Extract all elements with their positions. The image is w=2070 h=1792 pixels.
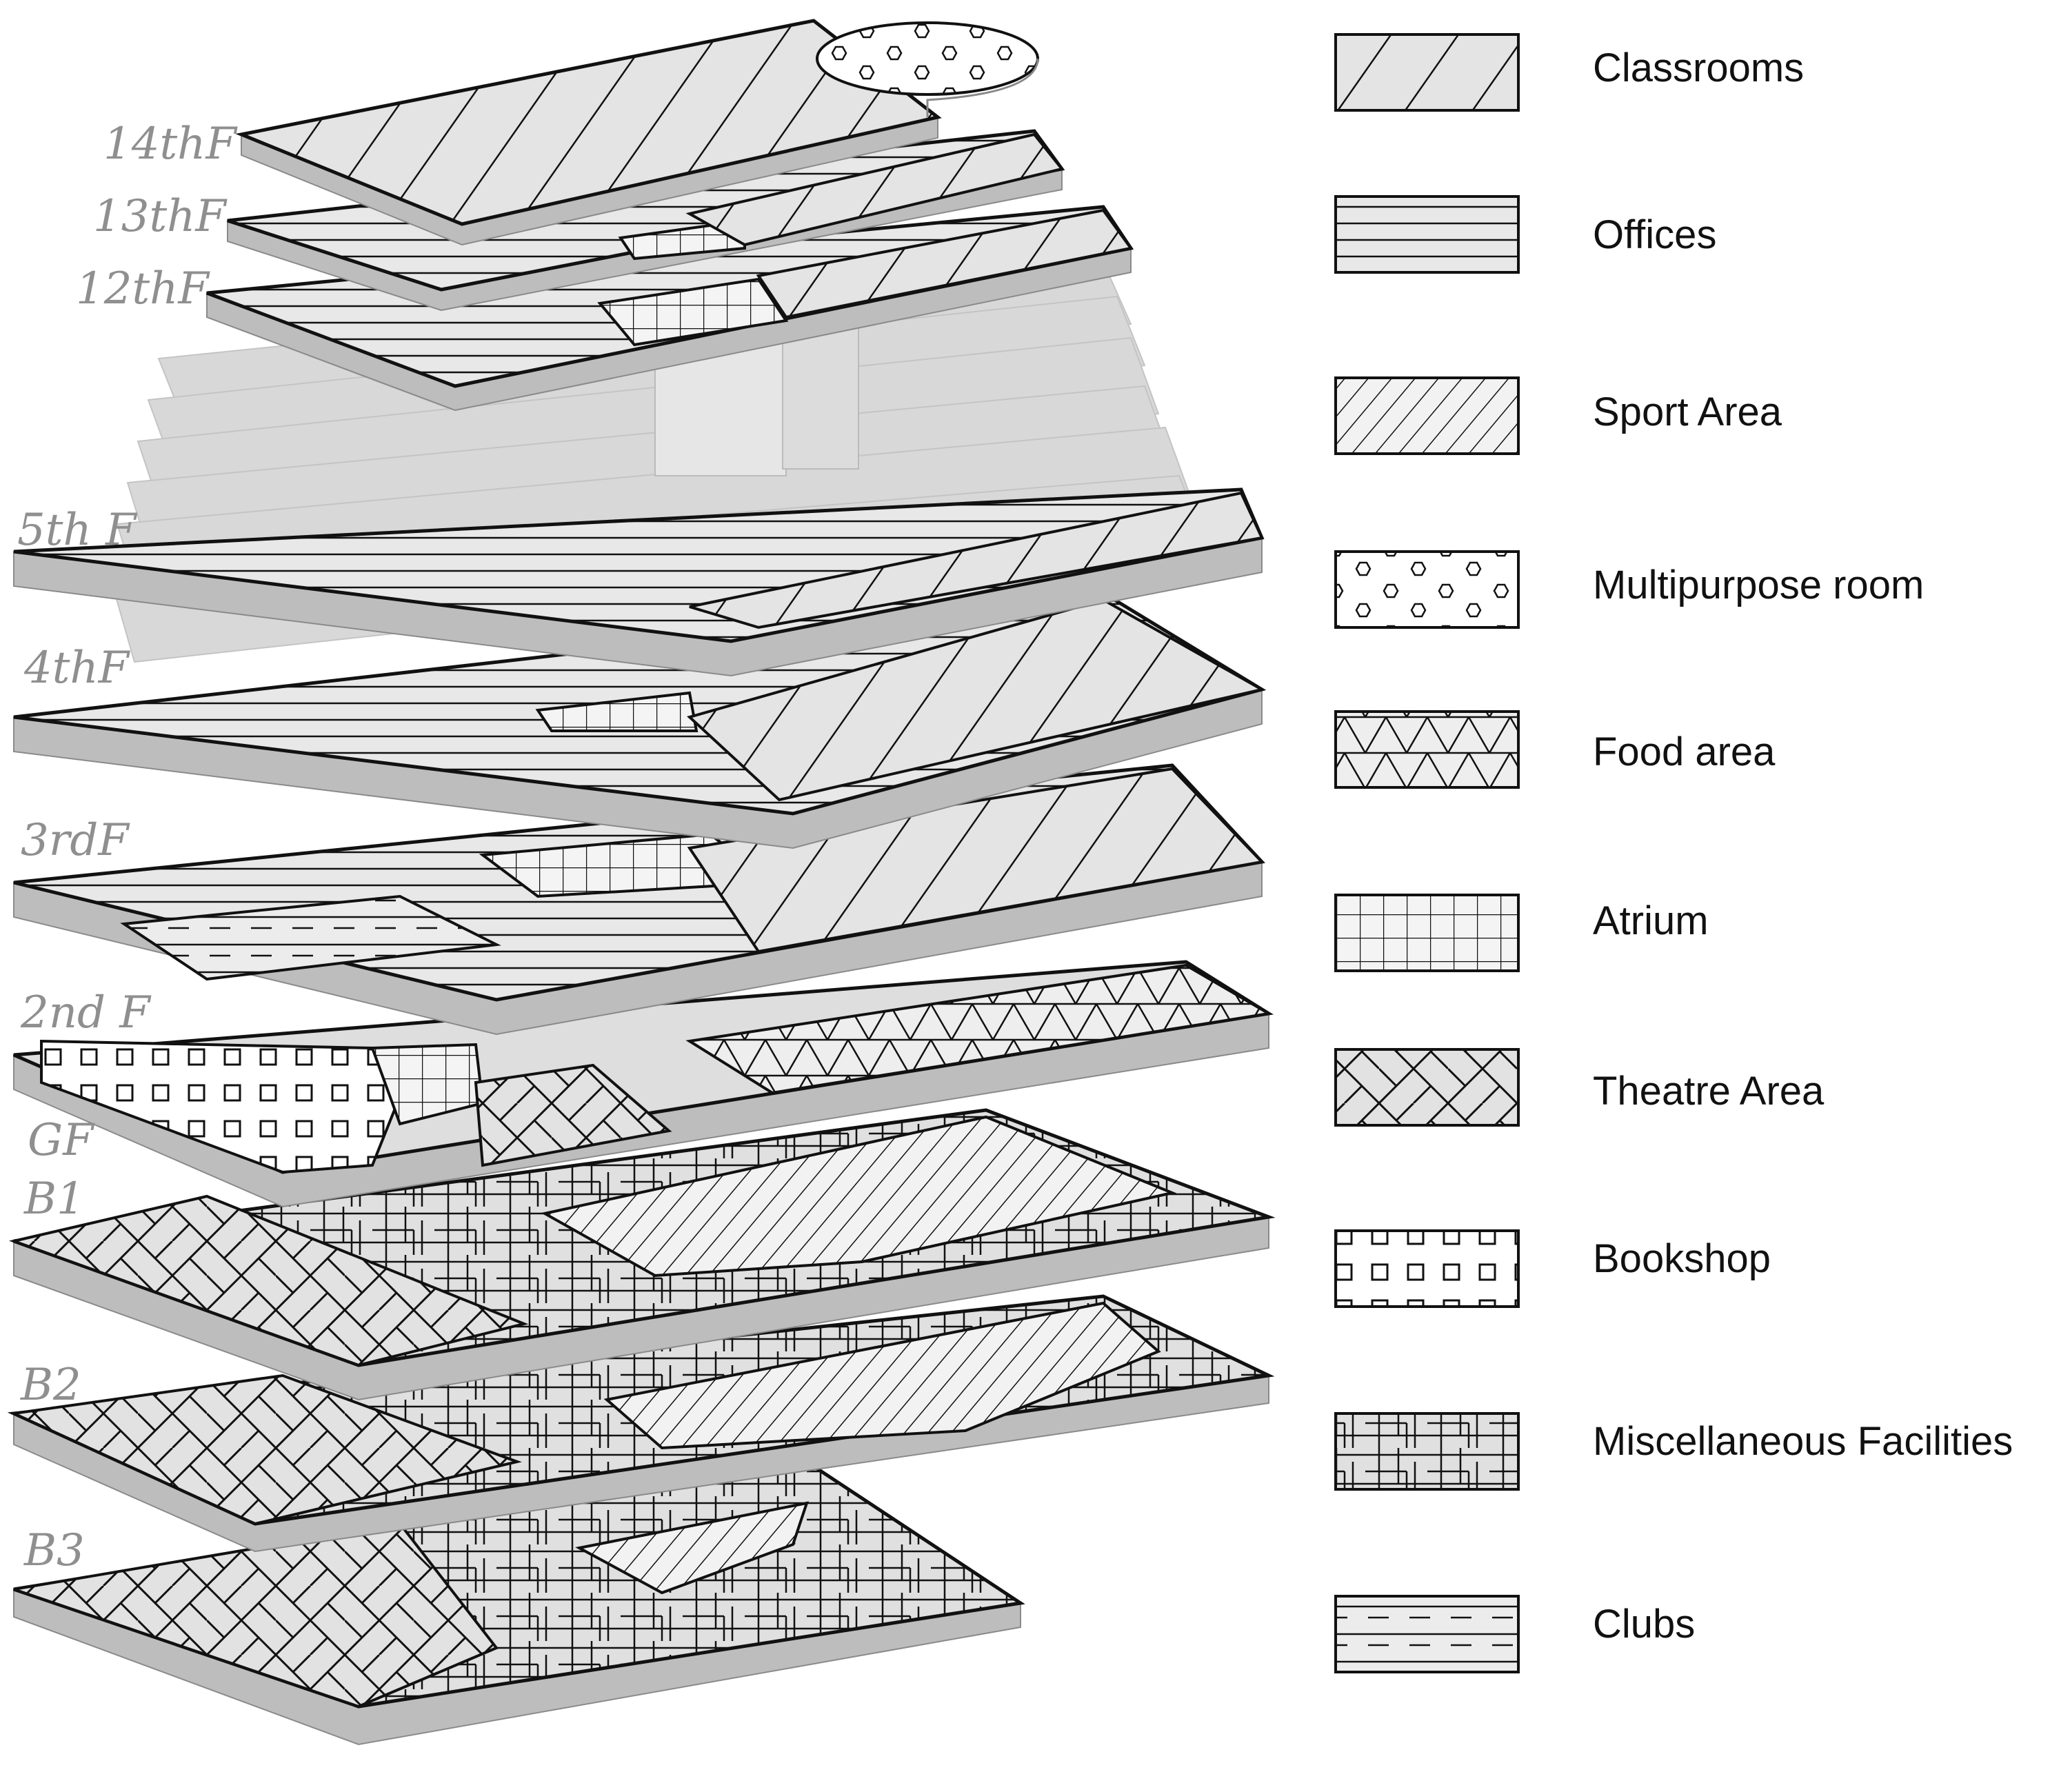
legend-item-bookshop: Bookshop — [1334, 1229, 1771, 1308]
floor-label-3rd: 3rdF — [21, 815, 130, 866]
legend-item-theatre-area: Theatre Area — [1334, 1048, 1825, 1127]
floor-label-b2: B2 — [20, 1360, 81, 1411]
floor-3rd — [13, 763, 1265, 1036]
legend-item-atrium: Atrium — [1334, 894, 1709, 972]
floor-2nd — [13, 960, 1274, 1208]
legend: Classrooms Offices Sport Area Multipurpo… — [1334, 33, 2013, 1673]
legend-item-multipurpose-room: Multipurpose room — [1334, 550, 1924, 629]
floor-label-12th: 12thF — [76, 263, 210, 314]
legend-item-offices: Offices — [1334, 195, 1716, 274]
floor-b1 — [8, 1108, 1276, 1401]
floor-label-2nd: 2nd F — [20, 987, 152, 1038]
legend-label: Multipurpose room — [1593, 563, 1924, 607]
floor-label-4th: 4thF — [23, 643, 131, 694]
legend-label: Food area — [1593, 729, 1776, 774]
legend-item-clubs: Clubs — [1334, 1595, 1695, 1673]
legend-label: Offices — [1593, 212, 1716, 257]
legend-label: Theatre Area — [1593, 1069, 1825, 1114]
floor-12th — [206, 205, 1134, 412]
legend-item-miscellaneous-facilities: Miscellaneous Facilities — [1334, 1412, 2013, 1491]
floor-label-b3: B3 — [23, 1525, 85, 1576]
floor-5th — [13, 487, 1265, 677]
legend-label: Bookshop — [1593, 1236, 1771, 1281]
legend-label: Atrium — [1593, 898, 1709, 943]
floor-label-gf: GF — [28, 1115, 95, 1166]
floor-14th — [235, 19, 1039, 246]
floor-label-13th: 13thF — [93, 191, 228, 242]
legend-label: Sport Area — [1593, 390, 1782, 434]
legend-item-food-area: Food area — [1334, 710, 1776, 789]
legend-item-classrooms: Classrooms — [1334, 33, 1804, 112]
legend-item-sport-area: Sport Area — [1334, 376, 1782, 455]
floor-label-14th: 14thF — [103, 119, 238, 170]
floor-labels: 14thF 13thF 12thF 5th F 4thF 3rdF 2nd F … — [17, 119, 238, 1576]
floor-label-5th: 5th F — [17, 505, 138, 556]
legend-label: Clubs — [1593, 1602, 1695, 1647]
legend-label: Classrooms — [1593, 46, 1804, 90]
floor-label-b1: B1 — [23, 1174, 85, 1225]
floor-b3 — [13, 1460, 1025, 1746]
legend-label: Miscellaneous Facilities — [1593, 1419, 2013, 1464]
